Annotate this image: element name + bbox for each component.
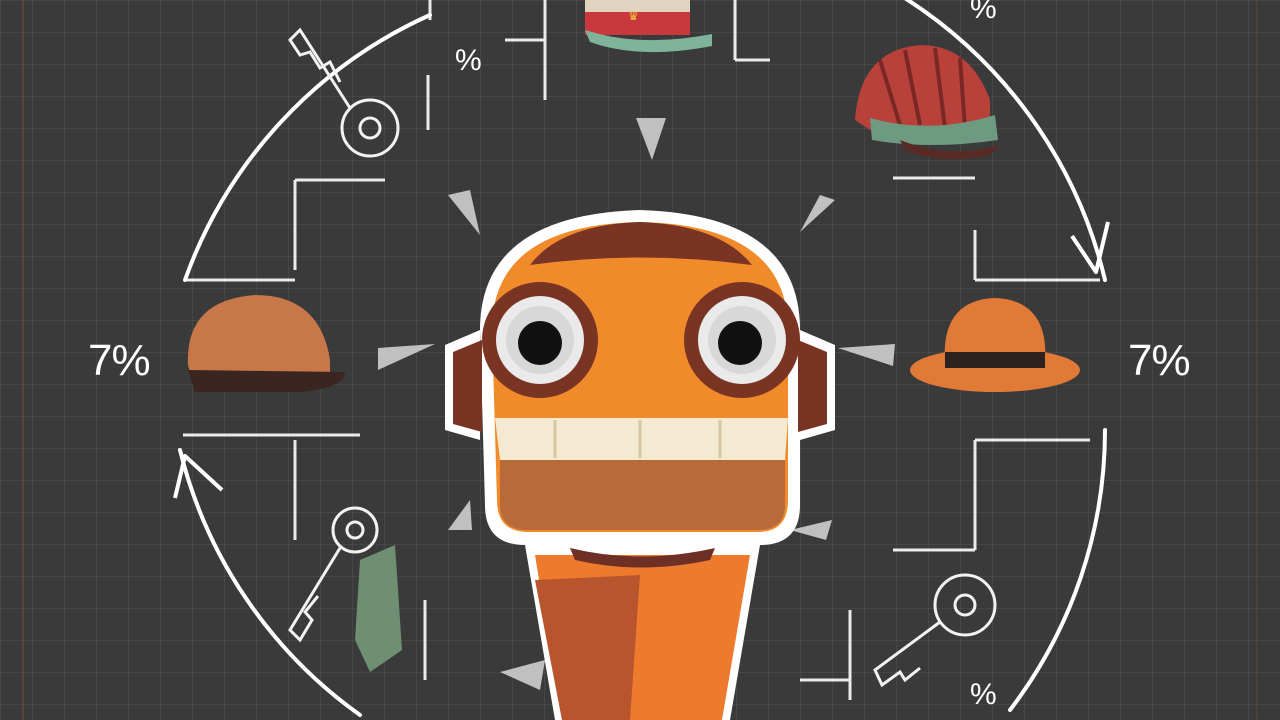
arrow-up-icon [173,454,224,499]
top-right-percent-label: % [970,0,997,25]
key-icon-bottom-left [288,506,379,643]
svg-text:♛: ♛ [628,9,639,23]
left-edge-line [22,0,24,720]
key-icon-top-left [288,27,400,158]
bracket-lines [183,0,1100,700]
key-icon-bottom-right [873,573,997,688]
robot-character [445,210,835,720]
striped-cap-icon [855,45,1000,159]
left-percent-label: 7% [88,336,151,385]
fedora-icon [910,298,1080,392]
arrow-down-icon [1070,221,1110,274]
orange-cap-icon [187,295,345,392]
spoke-markers [378,118,895,690]
right-percent-label: 7% [1128,336,1191,385]
shard-icon [355,545,402,672]
snapback-cap-icon: ♛ [585,0,712,53]
bottom-right-percent-label: % [970,678,997,711]
top-left-percent-label: % [455,44,482,77]
cycle-ring [178,0,1107,717]
right-edge-line [1256,0,1258,720]
